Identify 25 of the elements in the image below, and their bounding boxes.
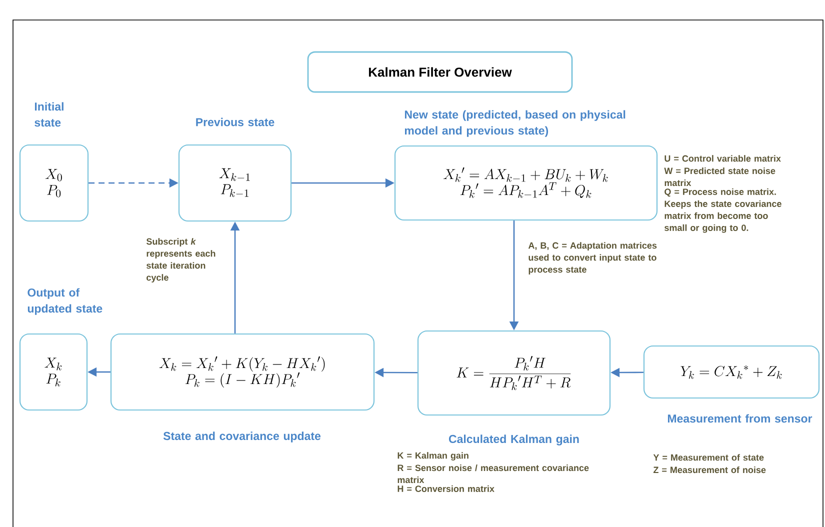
note-text: W = Predicted state noise matrix <box>664 167 776 186</box>
box-heading: State and covariance update <box>163 432 321 442</box>
formula-box: $K = \frac{{P_k}'H}{H{P_k}'H^T + R}$ <box>417 330 611 416</box>
box-heading: Previous state <box>196 118 274 126</box>
note-text: Z = Measurement of noise <box>653 466 766 474</box>
box-heading: Initial state <box>34 102 64 127</box>
formula-box: $X_{k-1}$ $P_{k-1}$ <box>178 144 292 222</box>
formula-box: ${X_k}' = AX_{k-1} + BU_k + W_k$ ${P_k}' = AP_{k-1}A^T + Q_k$ <box>394 145 658 221</box>
note-text: Q = Process noise matrix. Keeps the state covariance matrix from become too small or going to 0. <box>664 188 782 233</box>
note-text: A, B, C = Adaptation matrices used to convert input state to process state <box>528 242 657 274</box>
note-text: K = Kalman gain <box>398 452 468 460</box>
box-heading: Output of updated state <box>28 288 102 315</box>
note-text: H = Conversion matrix <box>398 485 494 492</box>
note-text: Y = Measurement of state <box>653 454 764 461</box>
title-box: Kalman Filter Overview <box>307 51 573 93</box>
formula-box: $X_0$ $P_0$ <box>19 144 89 222</box>
box-heading: Measurement from sensor <box>668 414 812 423</box>
box-heading: Calculated Kalman gain <box>448 434 579 446</box>
box-heading: New state (predicted, based on physical model and previous state) <box>404 110 626 137</box>
formula-box: $Y_k = C{X_k}^* + Z_k$ <box>643 345 820 399</box>
note-text: Subscript k represents each state iteration cycle <box>146 238 216 282</box>
formula-box: $X_k$ $P_k$ <box>19 333 88 411</box>
note-text: R = Sensor noise / measurement covariance matrix <box>398 464 589 484</box>
formula-box: $X_k = {X_k}' + K(Y_k - H{X_k}')$ $P_k = (I - KH){P_k}'$ <box>110 333 375 411</box>
note-text: U = Control variable matrix <box>664 155 781 162</box>
